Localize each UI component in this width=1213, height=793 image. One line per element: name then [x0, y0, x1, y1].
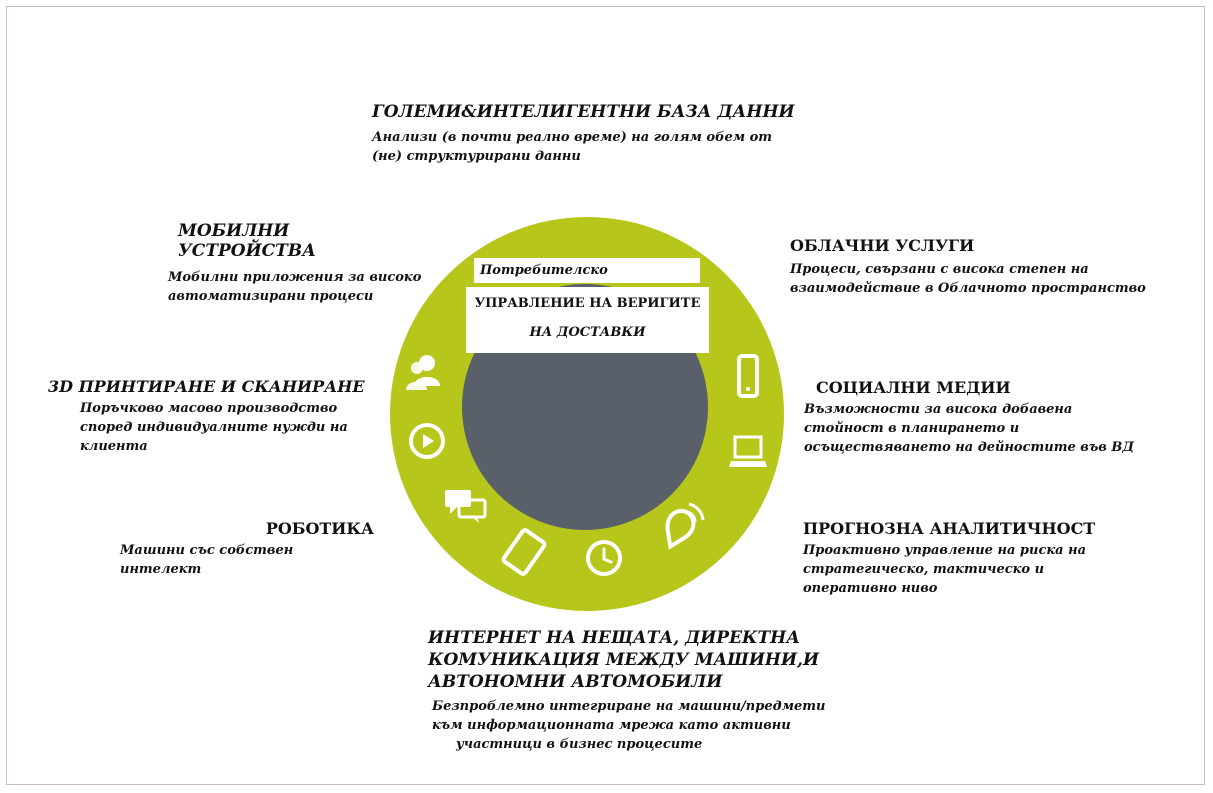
topic-3d-printing: 3D ПРИНТИРАНЕ И СКАНИРАНЕ Поръчково масо…	[48, 377, 388, 456]
topic-iot: ИНТЕРНЕТ НА НЕЩАТА, ДИРЕКТНА КОМУНИКАЦИЯ…	[428, 627, 848, 754]
topic-social-media: СОЦИАЛНИ МЕДИИ Възможности за висока доб…	[804, 378, 1184, 457]
desc-line: стратегическо, тактическо и	[803, 562, 1045, 578]
topic-robotics-desc: Машини със собствен интелект	[110, 541, 374, 579]
clock-icon	[586, 540, 622, 576]
desc-line: Възможности за висока добавена	[804, 402, 1073, 418]
desc-line: Безпроблемно интегриране на машини/предм…	[432, 699, 826, 714]
topic-big-data: ГОЛЕМИ&ИНТЕЛИГЕНТНИ БАЗА ДАННИ Анализи (…	[372, 102, 812, 166]
topic-robotics: РОБОТИКА Машини със собствен интелект	[110, 519, 374, 579]
users-icon	[406, 355, 440, 390]
desc-line: Процеси, свързани с висока степен на	[790, 262, 1089, 278]
topic-mobile-title: МОБИЛНИ УСТРОЙСТВА	[178, 221, 317, 262]
title-line: ИНТЕРНЕТ НА НЕЩАТА, ДИРЕКТНА	[428, 628, 801, 648]
chat-icon	[445, 490, 487, 523]
topic-social-media-desc: Възможности за висока добавена стойност …	[804, 400, 1184, 457]
topic-mobile-desc: Мобилни приложения за високо автоматизир…	[168, 268, 428, 306]
play-icon	[409, 423, 445, 459]
desc-line: Мобилни приложения за високо	[168, 269, 422, 285]
desc-line: оперативно ниво	[803, 581, 938, 597]
topic-iot-title: ИНТЕРНЕТ НА НЕЩАТА, ДИРЕКТНА КОМУНИКАЦИЯ…	[428, 627, 848, 693]
topic-big-data-desc: Анализи (в почти реално време) на голям …	[372, 128, 812, 166]
tablet-icon	[501, 528, 547, 576]
supply-chain-label-line2: НА ДОСТАВКИ	[529, 325, 646, 340]
desc-line: осъществяването на дейностите във ВД	[804, 440, 1134, 456]
topic-cloud-title: ОБЛАЧНИ УСЛУГИ	[790, 236, 975, 255]
desc-line: взаимодействие в Облачното пространство	[790, 281, 1146, 297]
desc-line: според индивидуалните нужди на	[80, 420, 348, 436]
supply-chain-label-box: УПРАВЛЕНИЕ НА ВЕРИГИТЕ НА ДОСТАВКИ	[466, 287, 709, 353]
topic-predictive-analytics-desc: Проактивно управление на риска на страте…	[803, 541, 1183, 598]
topic-predictive-analytics: ПРОГНОЗНА АНАЛИТИЧНОСТ Проактивно управл…	[803, 519, 1183, 598]
topic-iot-desc: Безпроблемно интегриране на машини/предм…	[428, 697, 848, 754]
topic-robotics-title: РОБОТИКА	[265, 519, 374, 538]
desc-line: клиента	[80, 439, 148, 455]
desc-line: Машини със собствен интелект	[120, 543, 294, 578]
topic-cloud: ОБЛАЧНИ УСЛУГИ Процеси, свързани с висок…	[790, 236, 1170, 298]
consumer-experience-label-box: Потребителско изживяване	[474, 258, 700, 303]
topic-mobile: МОБИЛНИ УСТРОЙСТВА Мобилни приложения за…	[168, 221, 428, 306]
desc-line: Проактивно управление на риска на	[803, 543, 1087, 559]
desc-line: Анализи (в почти реално време) на голям …	[372, 130, 773, 146]
topic-cloud-desc: Процеси, свързани с висока степен на вза…	[790, 260, 1170, 298]
title-line: КОМУНИКАЦИЯ МЕЖДУ МАШИНИ,И	[428, 650, 820, 670]
topic-big-data-title: ГОЛЕМИ&ИНТЕЛИГЕНТНИ БАЗА ДАННИ	[372, 102, 795, 122]
laptop-icon	[729, 435, 767, 467]
location-signal-icon	[665, 502, 705, 550]
desc-line: Поръчково масово производство	[80, 401, 338, 417]
desc-line: стойност в планирането и	[804, 421, 1020, 437]
topic-predictive-analytics-title: ПРОГНОЗНА АНАЛИТИЧНОСТ	[803, 519, 1096, 538]
supply-chain-label-line1: УПРАВЛЕНИЕ НА ВЕРИГИТЕ	[474, 296, 701, 311]
topic-3d-printing-desc: Поръчково масово производство според инд…	[48, 399, 388, 456]
desc-line: към информационната мрежа като активни	[432, 718, 791, 733]
desc-line: автоматизирани процеси	[168, 288, 374, 304]
title-line: АВТОНОМНИ АВТОМОБИЛИ	[428, 672, 723, 692]
topic-3d-printing-title: 3D ПРИНТИРАНЕ И СКАНИРАНЕ	[48, 377, 365, 396]
desc-line: (не) структурирани данни	[372, 149, 581, 165]
diagram-frame	[6, 6, 1205, 785]
topic-social-media-title: СОЦИАЛНИ МЕДИИ	[816, 378, 1011, 397]
desc-line: участници в бизнес процесите	[456, 737, 703, 752]
smartphone-icon	[737, 354, 759, 398]
